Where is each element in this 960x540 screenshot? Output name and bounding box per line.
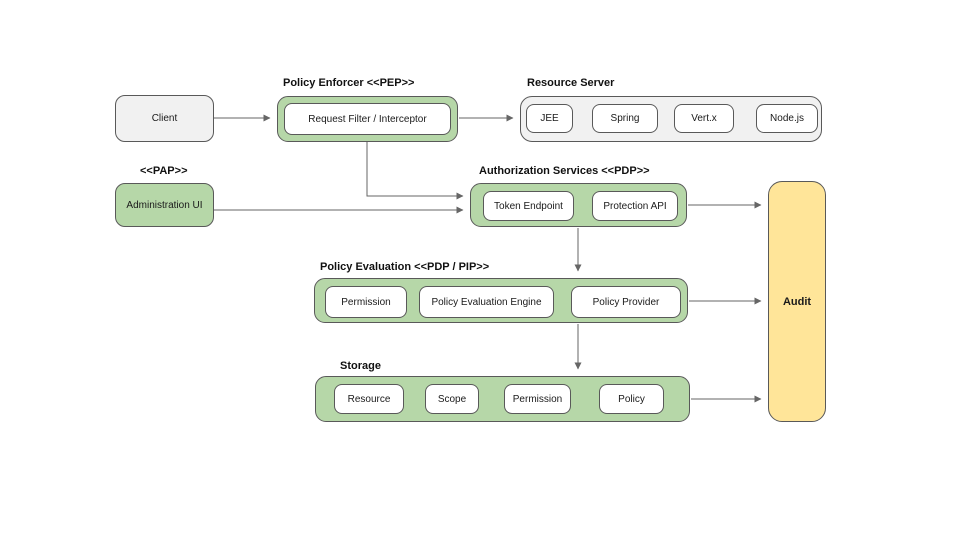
jee-label: JEE	[540, 113, 559, 124]
protection-api-label: Protection API	[603, 200, 667, 212]
token-endpoint-chip: Token Endpoint	[483, 191, 574, 221]
protection-api-chip: Protection API	[592, 191, 678, 221]
permission-label: Permission	[341, 296, 391, 308]
jee-chip: JEE	[526, 104, 573, 133]
policy-label: Policy	[618, 393, 645, 405]
permission-chip: Permission	[325, 286, 407, 318]
arrow-policy-enforcer-to-authorization-services	[366, 142, 464, 200]
policy-provider-label: Policy Provider	[592, 296, 660, 308]
administration-ui-label: Administration UI	[126, 199, 203, 211]
pap-title: <<PAP>>	[140, 165, 188, 177]
storage-title: Storage	[340, 360, 381, 372]
storage-permission-chip: Permission	[504, 384, 571, 414]
token-endpoint-label: Token Endpoint	[494, 200, 563, 212]
nodejs-chip: Node.js	[756, 104, 818, 133]
vertx-label: Vert.x	[691, 113, 717, 124]
resource-server-group: JEE Spring Vert.x Node.js	[520, 96, 822, 142]
audit-label: Audit	[782, 295, 812, 308]
scope-label: Scope	[437, 393, 467, 405]
nodejs-label: Node.js	[770, 113, 804, 124]
request-filter-label: Request Filter / Interceptor	[308, 113, 427, 125]
audit-node: Audit	[768, 181, 826, 422]
policy-enforcer-title: Policy Enforcer <<PEP>>	[283, 77, 415, 89]
authorization-services-title: Authorization Services <<PDP>>	[479, 165, 650, 177]
policy-evaluation-engine-chip: Policy Evaluation Engine	[419, 286, 554, 318]
client-node: Client	[115, 95, 214, 142]
storage-group: Resource Scope Permission Policy	[315, 376, 690, 422]
policy-chip: Policy	[599, 384, 664, 414]
policy-evaluation-engine-label: Policy Evaluation Engine	[431, 296, 542, 308]
resource-server-title: Resource Server	[527, 77, 615, 89]
client-label: Client	[151, 113, 178, 124]
policy-provider-chip: Policy Provider	[571, 286, 681, 318]
policy-evaluation-title: Policy Evaluation <<PDP / PIP>>	[320, 261, 490, 273]
policy-enforcer-group: Request Filter / Interceptor	[277, 96, 458, 142]
policy-evaluation-group: Permission Policy Evaluation Engine Poli…	[314, 278, 688, 323]
spring-label: Spring	[610, 113, 640, 124]
scope-chip: Scope	[425, 384, 479, 414]
request-filter-chip: Request Filter / Interceptor	[284, 103, 451, 135]
administration-ui-node: Administration UI	[115, 183, 214, 227]
spring-chip: Spring	[592, 104, 658, 133]
resource-chip: Resource	[334, 384, 404, 414]
authorization-services-group: Token Endpoint Protection API	[470, 183, 687, 227]
vertx-chip: Vert.x	[674, 104, 734, 133]
storage-permission-label: Permission	[512, 393, 563, 405]
resource-label: Resource	[347, 393, 391, 405]
